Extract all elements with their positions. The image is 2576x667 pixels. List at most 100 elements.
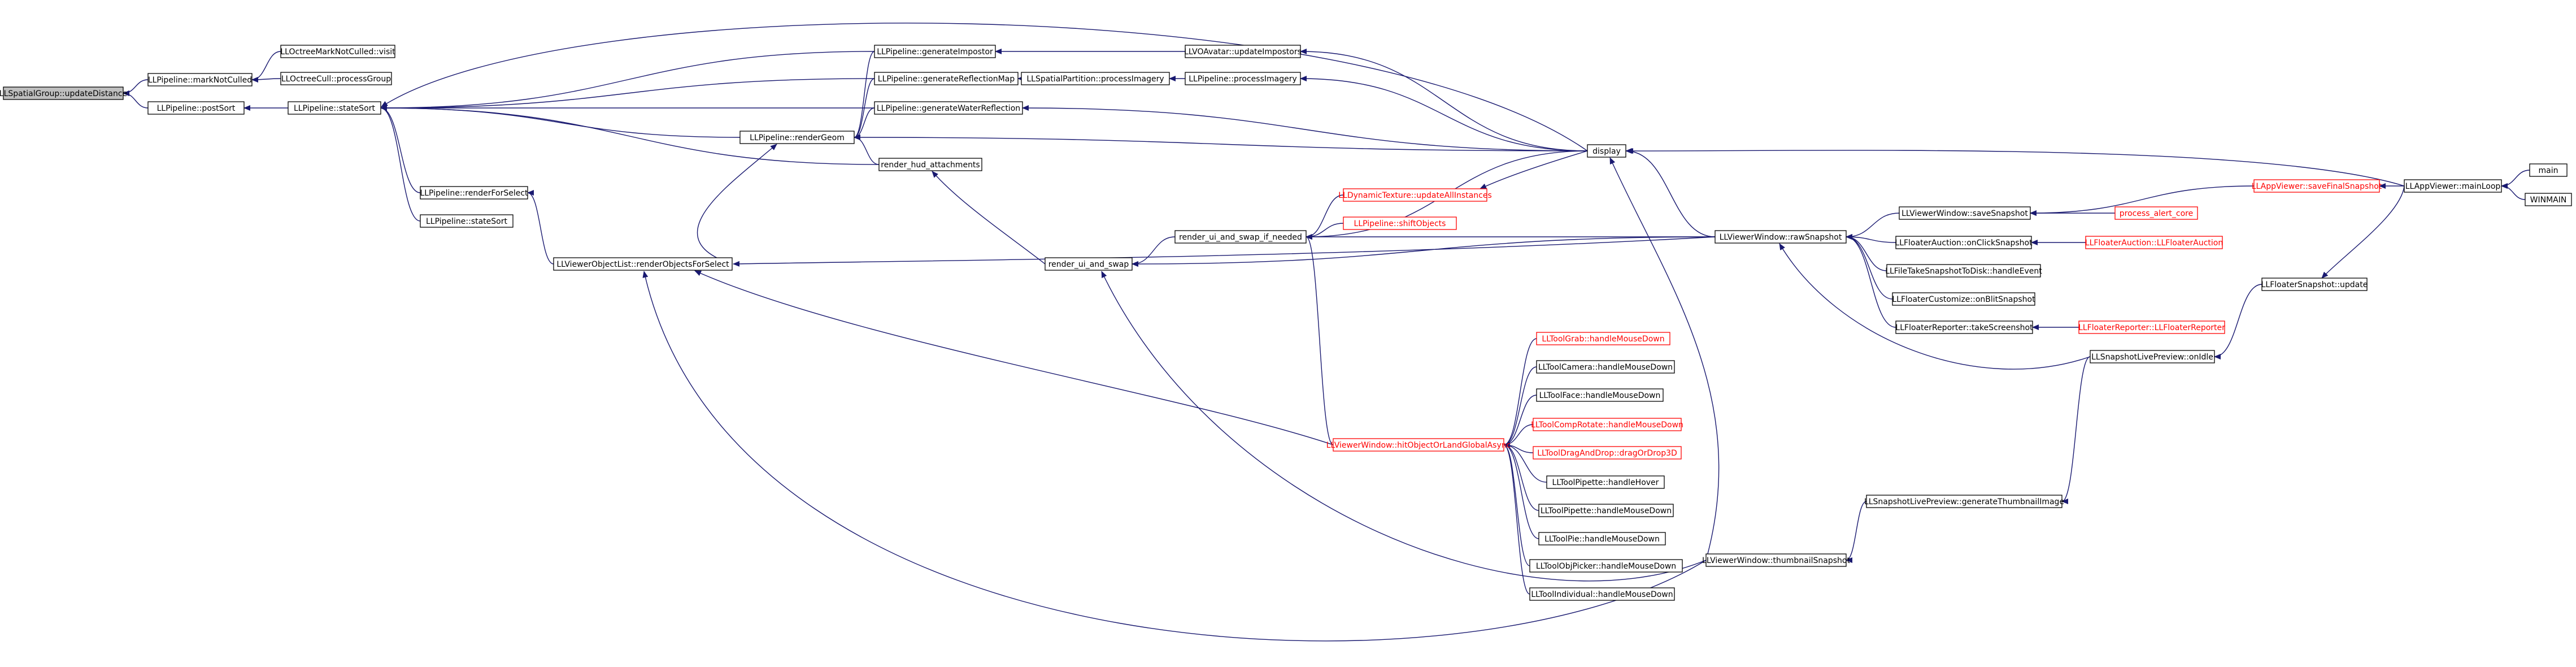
edge-hitObject-to-renderSwapIf xyxy=(1306,234,1334,445)
node-toolPipetteDown[interactable]: LLToolPipette::handleMouseDown xyxy=(1538,504,1674,517)
node-layer: LLSpatialGroup::updateDistanceLLPipeline… xyxy=(0,45,2572,601)
node-toolPipetteHover[interactable]: LLToolPipette::handleHover xyxy=(1546,475,1665,489)
node-root[interactable]: LLSpatialGroup::updateDistance xyxy=(0,86,127,100)
node-renderGeom[interactable]: LLPipeline::renderGeom xyxy=(739,131,855,144)
node-label: LLSpatialGroup::updateDistance xyxy=(0,89,127,98)
node-box xyxy=(3,86,124,100)
edge-renderForSelect-to-stateSort1 xyxy=(380,105,421,193)
node-toolGrab[interactable]: LLToolGrab::handleMouseDown xyxy=(1536,332,1670,345)
node-dynTex[interactable]: LLDynamicTexture::updateAllInstances xyxy=(1338,188,1492,202)
node-renderForSelect[interactable]: LLPipeline::renderForSelect xyxy=(420,186,528,200)
node-box xyxy=(1343,188,1487,202)
node-toolDragDrop[interactable]: LLToolDragAndDrop::dragOrDrop3D xyxy=(1533,446,1682,460)
node-octreeVisit[interactable]: LLOctreeMarkNotCulled::visit xyxy=(280,45,395,58)
node-toolCamera[interactable]: LLToolCamera::handleMouseDown xyxy=(1536,360,1675,374)
node-genThumb[interactable]: LLSnapshotLivePreview::generateThumbnail… xyxy=(1864,495,2064,508)
node-box xyxy=(1705,553,1847,567)
node-reporterTake[interactable]: LLFloaterReporter::takeScreenshot xyxy=(1895,320,2033,334)
node-label: LLPipeline::renderForSelect xyxy=(420,189,528,198)
node-markNotCulled[interactable]: LLPipeline::markNotCulled xyxy=(147,73,253,86)
node-box xyxy=(2253,179,2380,193)
node-box xyxy=(2529,163,2568,177)
edge-display-to-genWater xyxy=(1022,105,1588,151)
node-renderSwap[interactable]: render_ui_and_swap xyxy=(1045,257,1133,271)
node-display[interactable]: display xyxy=(1587,144,1626,158)
edge-toolGrab-to-hitObject xyxy=(1503,338,1537,448)
node-box xyxy=(288,101,381,115)
node-fileTakeSnap[interactable]: LLFileTakeSnapshotToDisk::handleEvent xyxy=(1885,264,2042,278)
node-label: LLSnapshotLivePreview::onIdle xyxy=(2091,353,2213,362)
node-label: LLFileTakeSnapshotToDisk::handleEvent xyxy=(1885,267,2042,276)
node-auctionClick[interactable]: LLFloaterAuction::onClickSnapshot xyxy=(1895,236,2033,249)
node-box xyxy=(1533,446,1682,460)
node-mainLoop[interactable]: LLAppViewer::mainLoop xyxy=(2404,179,2502,193)
node-updateImpostors[interactable]: LLVOAvatar::updateImpostors xyxy=(1184,45,1302,58)
node-shiftObjects[interactable]: LLPipeline::shiftObjects xyxy=(1343,216,1457,230)
edge-layer xyxy=(123,23,2530,642)
node-box xyxy=(1538,532,1666,545)
node-box xyxy=(1715,230,1847,244)
node-box xyxy=(420,214,514,228)
node-box xyxy=(1185,72,1301,85)
node-genImpostor[interactable]: LLPipeline::generateImpostor xyxy=(874,45,996,58)
node-livePreviewOnIdle[interactable]: LLSnapshotLivePreview::onIdle xyxy=(2090,350,2215,363)
node-label: LLFloaterAuction::LLFloaterAuction xyxy=(2085,239,2223,248)
node-label: LLToolPie::handleMouseDown xyxy=(1544,535,1660,544)
node-label: LLDynamicTexture::updateAllInstances xyxy=(1338,191,1492,200)
node-renderObjSelect[interactable]: LLViewerObjectList::renderObjectsForSele… xyxy=(553,257,733,271)
node-thumbSnapshot[interactable]: LLViewerWindow::thumbnailSnapshot xyxy=(1702,553,1850,567)
node-box xyxy=(1895,236,2032,249)
node-label: render_ui_and_swap xyxy=(1048,260,1129,269)
node-floaterSnapUpdate[interactable]: LLFloaterSnapshot::update xyxy=(2261,278,2368,291)
node-octreeProcess[interactable]: LLOctreeCull::processGroup xyxy=(280,72,392,85)
node-pipeProcess[interactable]: LLPipeline::processImagery xyxy=(1185,72,1301,85)
node-auctionCtor[interactable]: LLFloaterAuction::LLFloaterAuction xyxy=(2085,236,2223,249)
edge-octreeProcess-to-markNotCulled xyxy=(251,76,281,83)
node-winmain[interactable]: WINMAIN xyxy=(2525,193,2572,206)
node-customizeBlit[interactable]: LLFloaterCustomize::onBlitSnapshot xyxy=(1892,292,2035,306)
node-postSort[interactable]: LLPipeline::postSort xyxy=(147,101,245,115)
node-spatialProcess[interactable]: LLSpatialPartition::processImagery xyxy=(1021,72,1170,85)
node-label: LLPipeline::shiftObjects xyxy=(1354,219,1446,228)
node-label: LLAppViewer::saveFinalSnapshot xyxy=(2252,182,2382,191)
node-label: LLViewerWindow::saveSnapshot xyxy=(1901,209,2028,218)
node-box xyxy=(2078,320,2225,334)
node-processAlert[interactable]: process_alert_core xyxy=(2114,206,2198,220)
node-renderHud[interactable]: render_hud_attachments xyxy=(878,158,982,171)
node-toolObjPicker[interactable]: LLToolObjPicker::handleMouseDown xyxy=(1529,559,1683,573)
node-hitObject[interactable]: LLViewerWindow::hitObjectOrLandGlobalAsy… xyxy=(1326,438,1511,452)
node-toolIndividual[interactable]: LLToolIndividual::handleMouseDown xyxy=(1529,587,1675,601)
node-label: LLAppViewer::mainLoop xyxy=(2405,182,2501,191)
node-stateSort1[interactable]: LLPipeline::stateSort xyxy=(288,101,381,115)
node-saveSnapshot[interactable]: LLViewerWindow::saveSnapshot xyxy=(1899,206,2031,220)
node-genReflection[interactable]: LLPipeline::generateReflectionMap xyxy=(874,72,1019,85)
node-box xyxy=(420,186,528,200)
node-toolPie[interactable]: LLToolPie::handleMouseDown xyxy=(1538,532,1666,545)
node-rawSnapshot[interactable]: LLViewerWindow::rawSnapshot xyxy=(1715,230,1847,244)
node-label: main xyxy=(2539,166,2558,175)
edge-saveSnapshot-to-rawSnapshot xyxy=(1846,213,1900,240)
node-label: render_ui_and_swap_if_needed xyxy=(1179,233,1302,242)
node-main[interactable]: main xyxy=(2529,163,2568,177)
node-box xyxy=(2525,193,2572,206)
edge-display-to-pipeProcess xyxy=(1300,76,1588,151)
node-genWater[interactable]: LLPipeline::generateWaterReflection xyxy=(874,101,1023,115)
node-label: LLPipeline::generateImpostor xyxy=(877,47,993,57)
node-renderSwapIf[interactable]: render_ui_and_swap_if_needed xyxy=(1174,230,1307,244)
node-label: WINMAIN xyxy=(2530,196,2567,205)
node-toolCompRotate[interactable]: LLToolCompRotate::handleMouseDown xyxy=(1531,418,1683,431)
node-reporterCtor[interactable]: LLFloaterReporter::LLFloaterReporter xyxy=(2078,320,2225,334)
edge-postSort-to-root xyxy=(123,90,149,109)
node-saveFinal[interactable]: LLAppViewer::saveFinalSnapshot xyxy=(2252,179,2382,193)
node-label: LLToolCamera::handleMouseDown xyxy=(1538,363,1673,372)
node-stateSort2[interactable]: LLPipeline::stateSort xyxy=(420,214,514,228)
edge-genImpostor-to-renderGeom xyxy=(854,51,875,140)
edge-genWater-to-renderGeom xyxy=(854,107,875,140)
node-label: LLFloaterSnapshot::update xyxy=(2261,280,2368,289)
node-box xyxy=(874,45,996,58)
edge-toolObjPicker-to-hitObject xyxy=(1503,442,1530,566)
node-box xyxy=(1536,388,1664,402)
node-box xyxy=(1533,418,1682,431)
edge-saveFinal-to-saveSnapshot xyxy=(2030,185,2255,216)
node-toolFace[interactable]: LLToolFace::handleMouseDown xyxy=(1536,388,1664,402)
